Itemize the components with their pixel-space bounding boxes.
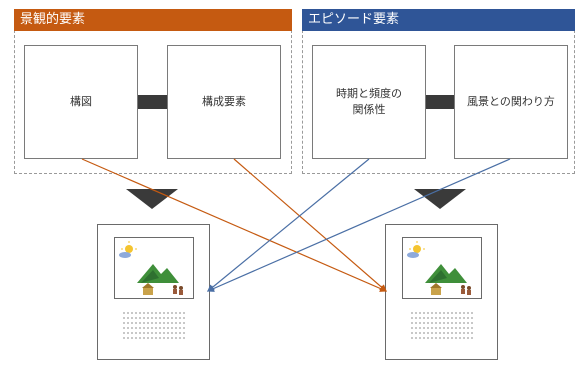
episode-group-title: エピソード要素 <box>308 12 400 27</box>
components-box: 構成要素 <box>167 45 281 159</box>
components-label: 構成要素 <box>202 95 246 108</box>
people-icon <box>173 285 183 295</box>
cloud-icon <box>407 252 419 258</box>
timing-box: 時期と頻度の 関係性 <box>312 45 426 159</box>
right-down-arrow <box>414 189 466 209</box>
timing-to-left-arrow <box>207 158 370 292</box>
landscape-group-header: 景観的要素 <box>14 9 292 31</box>
left-document-picture <box>114 237 194 299</box>
mountain-icon <box>425 264 467 283</box>
cloud-icon <box>119 252 131 258</box>
composition-to-right-arrow <box>81 158 388 292</box>
house-icon <box>142 283 154 295</box>
right-document-text-dots <box>411 312 473 339</box>
involvement-box: 風景との関わり方 <box>454 45 568 159</box>
timing-label: 時期と頻度の 関係性 <box>336 87 402 116</box>
sun-icon <box>409 241 425 257</box>
left-document-text-dots <box>123 312 185 339</box>
involvement-label: 風景との関わり方 <box>467 95 555 108</box>
timing-connector <box>426 95 454 109</box>
right-document-picture <box>402 237 482 299</box>
involvement-to-left-arrow <box>206 158 511 292</box>
left-down-arrow <box>126 189 178 209</box>
house-icon <box>430 283 442 295</box>
left-document <box>97 224 210 360</box>
people-icon <box>461 285 471 295</box>
composition-connector <box>138 95 167 109</box>
episode-group-header: エピソード要素 <box>302 9 575 31</box>
composition-box: 構図 <box>24 45 138 159</box>
right-document <box>385 224 498 360</box>
composition-label: 構図 <box>70 95 92 108</box>
components-to-right-arrow <box>233 158 387 292</box>
landscape-group-title: 景観的要素 <box>20 12 86 27</box>
mountain-icon <box>137 264 179 283</box>
